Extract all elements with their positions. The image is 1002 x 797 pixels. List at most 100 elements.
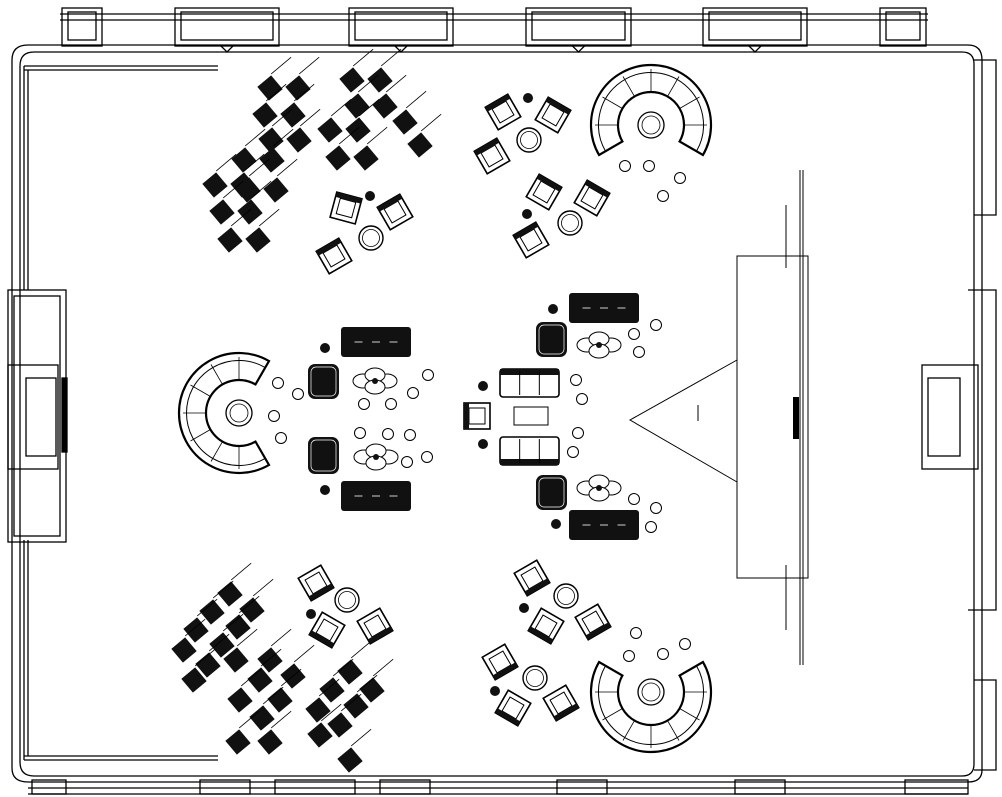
desk-chair xyxy=(305,697,331,723)
ottoman-center xyxy=(373,454,379,460)
top-window-bay-inner xyxy=(180,11,274,41)
bay-bracket xyxy=(220,45,234,53)
armchair-back xyxy=(377,194,403,212)
booth-divider xyxy=(679,663,700,676)
workstation-desk xyxy=(249,686,284,731)
desk-edge xyxy=(260,648,282,667)
stool xyxy=(650,319,662,331)
curved-booth xyxy=(177,351,271,475)
desk-chair xyxy=(247,667,273,693)
workstation-desk xyxy=(252,83,287,128)
desk-chair xyxy=(237,199,263,225)
left-core xyxy=(7,289,67,543)
stool xyxy=(628,328,640,340)
stool xyxy=(630,627,642,639)
stool xyxy=(292,388,304,400)
armchair xyxy=(525,173,563,211)
workstation-desk xyxy=(209,180,244,225)
desk-edge xyxy=(332,658,354,677)
stool xyxy=(401,456,413,468)
desk-chair xyxy=(181,667,207,693)
left-door xyxy=(61,377,68,453)
armchair xyxy=(463,402,491,430)
desk-chair xyxy=(367,67,393,93)
booth-divider xyxy=(255,441,268,462)
side-table xyxy=(478,381,488,391)
desk-chair xyxy=(227,687,253,713)
armchair xyxy=(308,611,346,649)
partition-top-left xyxy=(23,65,218,290)
top-window-bay xyxy=(879,7,927,47)
armchair-back xyxy=(513,222,539,240)
armchair xyxy=(513,559,551,597)
armchair xyxy=(512,221,550,259)
desk-chair xyxy=(209,632,235,658)
desk-chair xyxy=(249,705,275,731)
furniture xyxy=(171,48,809,773)
booth-divider xyxy=(679,96,700,109)
armchair-seat xyxy=(541,103,565,127)
workstation-desk xyxy=(337,728,372,773)
bay-bracket xyxy=(394,45,408,53)
workstation-desk xyxy=(230,153,265,198)
desk-chair xyxy=(252,102,278,128)
workstation-desk xyxy=(258,108,293,153)
workstation-desk xyxy=(225,595,260,640)
workstation-desk xyxy=(181,648,216,693)
desk-edge xyxy=(357,74,379,93)
desk-chair xyxy=(286,127,312,153)
desk-chair xyxy=(258,127,284,153)
stool xyxy=(382,428,394,440)
armchair xyxy=(481,643,519,681)
desk-chair xyxy=(183,617,209,643)
workstation-desk xyxy=(195,633,230,678)
desk-edge xyxy=(238,595,260,614)
bay-bracket xyxy=(572,45,585,53)
central-lounge-right xyxy=(536,293,662,540)
booth-divider xyxy=(622,720,635,741)
workstation-desk xyxy=(337,640,372,685)
workstation-desk xyxy=(247,648,282,693)
workstation-cluster xyxy=(202,48,442,253)
desk-chair xyxy=(230,172,256,198)
stage-deck xyxy=(736,255,809,579)
workstation-desk xyxy=(239,578,274,623)
desk-edge xyxy=(194,648,216,667)
armchair xyxy=(376,193,414,231)
desk-chair xyxy=(372,93,398,119)
desk-chair xyxy=(259,147,285,173)
desk-edge xyxy=(258,208,280,227)
bottom-window-bay xyxy=(734,779,786,795)
workstation-desk xyxy=(231,128,266,173)
side-table xyxy=(365,191,375,201)
desk-chair xyxy=(345,117,371,143)
desk-edge xyxy=(238,710,260,729)
workstation-desk xyxy=(245,208,280,253)
desk-edge xyxy=(272,128,294,147)
armchair xyxy=(356,607,394,645)
workstation-desk xyxy=(339,48,374,93)
desk-chair xyxy=(257,729,283,755)
lounge-group xyxy=(513,559,612,645)
pouf-body xyxy=(308,437,339,474)
armchair-back xyxy=(474,138,500,156)
desk-chair xyxy=(199,599,225,625)
bench xyxy=(341,481,411,511)
desk-chair xyxy=(285,75,311,101)
bench xyxy=(569,293,639,323)
armchair-back xyxy=(308,583,334,601)
curved-booth xyxy=(589,63,713,157)
booth-divider xyxy=(602,708,623,721)
ottoman-cluster xyxy=(353,443,399,471)
stool xyxy=(650,502,662,514)
bottom-window-bay xyxy=(199,779,251,795)
desk-chair xyxy=(353,145,379,171)
workstation-desk xyxy=(305,678,340,723)
desk-edge xyxy=(298,56,320,75)
desk-edge xyxy=(276,158,298,177)
armchair xyxy=(315,237,353,275)
desk-edge xyxy=(270,710,292,729)
armchair xyxy=(534,96,572,134)
desk-chair xyxy=(319,677,345,703)
top-window-bay xyxy=(525,7,632,47)
